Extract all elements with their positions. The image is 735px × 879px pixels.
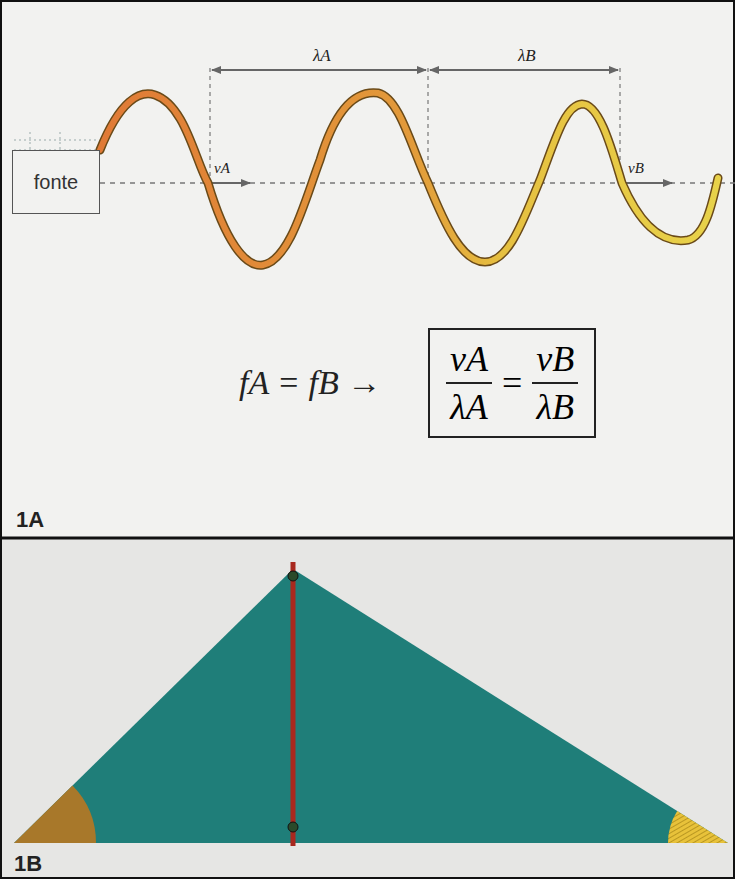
pin (288, 571, 298, 581)
velocity-arrow (210, 182, 250, 184)
denominator: λA (446, 384, 492, 428)
equation: fA = fB → (239, 364, 381, 402)
angle-mark (14, 786, 96, 844)
pin (288, 822, 298, 832)
dimension-arrow (430, 69, 618, 71)
dotted-grid (14, 132, 98, 150)
panel-label: 1B (14, 851, 42, 877)
source-box: fonte (12, 150, 100, 214)
denominator: λB (532, 384, 578, 428)
fraction: vAλA (446, 338, 492, 428)
numerator: vA (446, 338, 492, 384)
numerator: vB (532, 338, 578, 384)
axis (100, 182, 735, 184)
panel-background (0, 538, 735, 879)
height-line (291, 562, 296, 846)
divider (0, 537, 735, 540)
wave-outline (100, 93, 718, 266)
formula-box: vAλA=vBλB (428, 328, 596, 438)
panel-label: 1A (16, 507, 44, 533)
equals-sign: = (502, 362, 522, 404)
wave (100, 93, 718, 266)
box-label: fonte (34, 171, 78, 194)
velocity-label: vB (628, 160, 644, 177)
triangle (14, 569, 728, 843)
velocity-label: vA (214, 160, 230, 177)
dimension-arrow (212, 69, 426, 71)
dimension-label: λB (515, 46, 539, 66)
panel-background (0, 0, 735, 538)
dimension-label: λA (310, 46, 334, 66)
velocity-arrow (622, 182, 672, 184)
angle-mark (668, 811, 728, 843)
fraction: vBλB (532, 338, 578, 428)
